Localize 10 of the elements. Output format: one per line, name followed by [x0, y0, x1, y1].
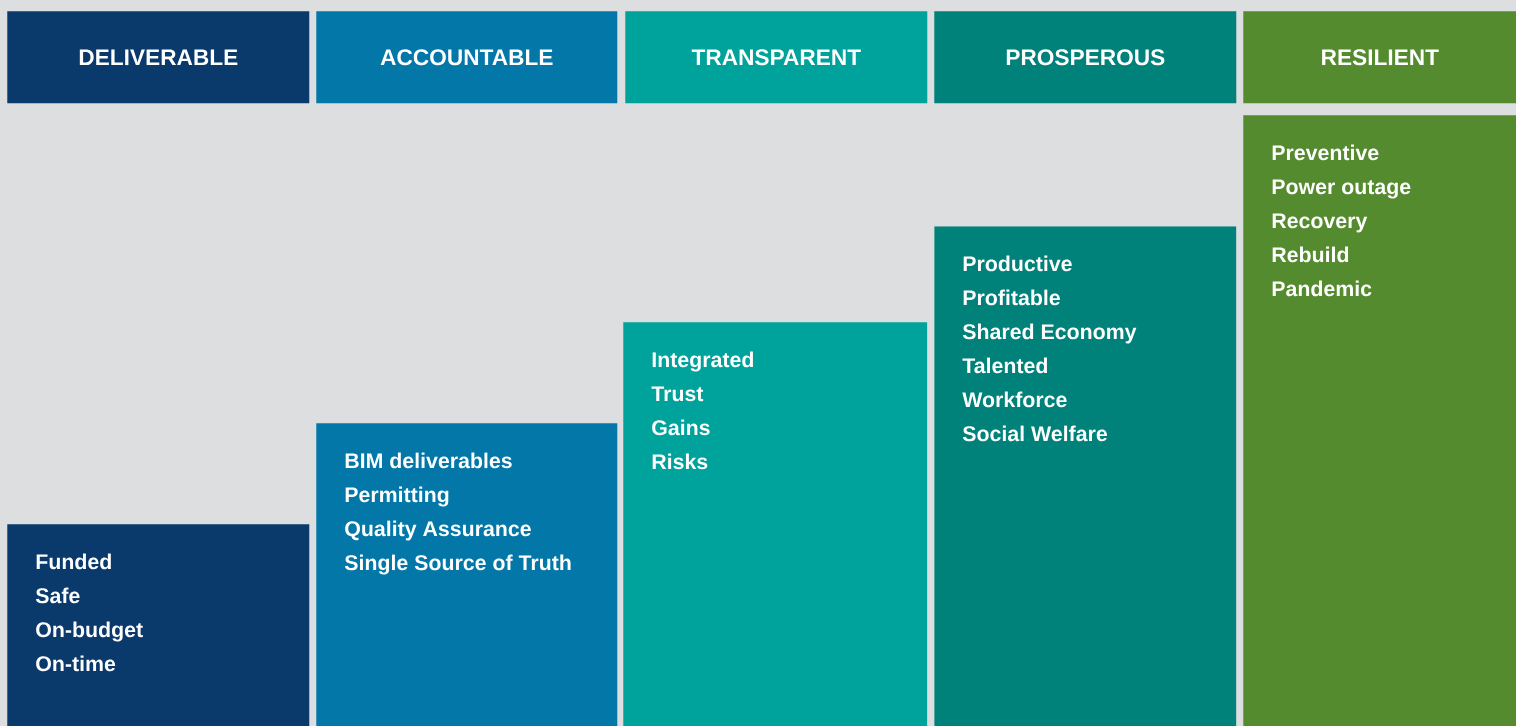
header-box: ACCOUNTABLE: [316, 11, 618, 104]
header-box: TRANSPARENT: [625, 11, 928, 104]
column-box: Integrated Trust Gains Risks: [623, 322, 928, 726]
header-box: RESILIENT: [1243, 11, 1516, 104]
column-box: BIM deliverables Permitting Quality Assurance Single Source of Truth: [316, 423, 618, 726]
column-box: Productive Profitable Shared Economy Talented Workforce Social Welfare: [934, 226, 1237, 726]
header-box: PROSPEROUS: [934, 11, 1237, 104]
column-box: Preventive Power outage Recovery Rebuild Pandemic: [1243, 115, 1516, 726]
column-box: Funded Safe On-budget On-time: [7, 524, 310, 726]
header-box: DELIVERABLE: [7, 11, 310, 104]
